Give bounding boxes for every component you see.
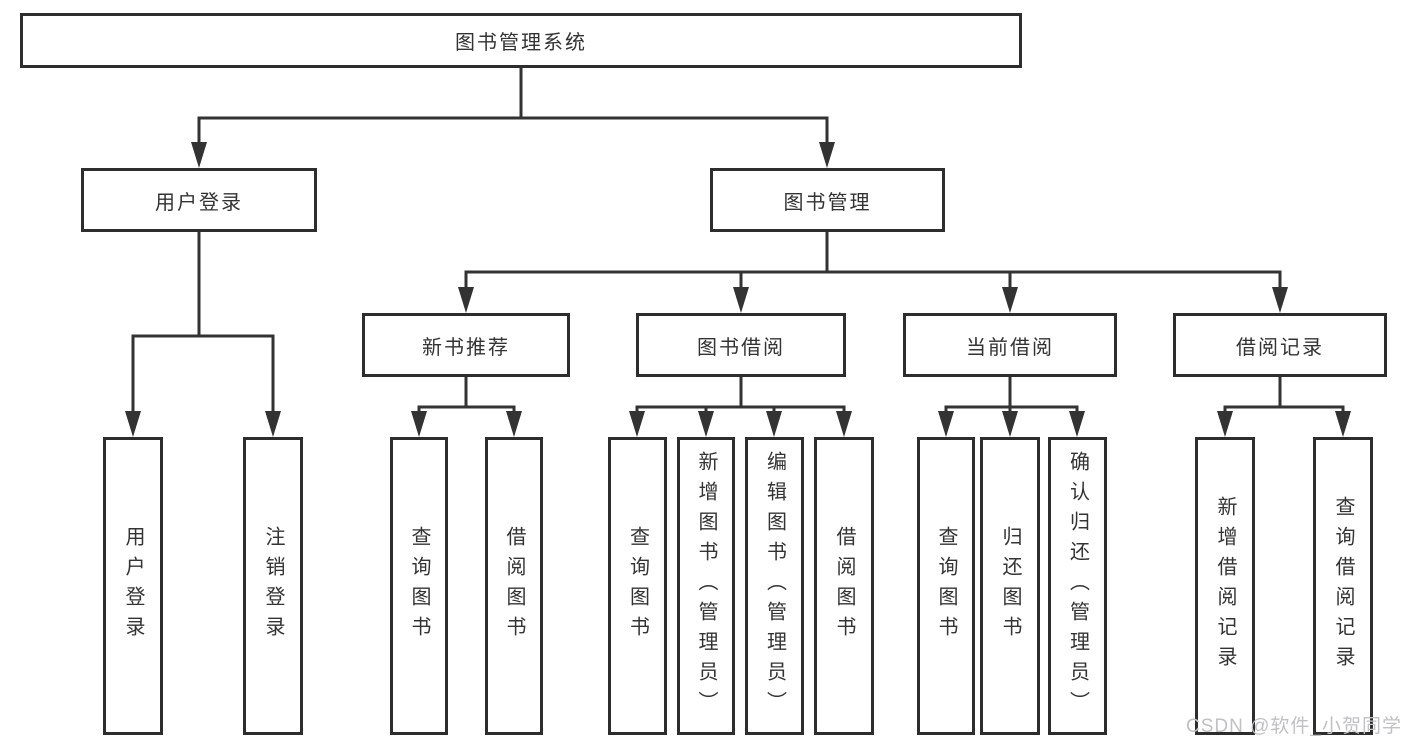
node-leaf-add-borrow-record: 新增借阅记录 <box>1195 437 1255 735</box>
connector-root-to-level1 <box>191 66 835 168</box>
connector-borrow-record-children <box>1217 375 1351 437</box>
node-leaf-borrow-books-1: 借阅图书 <box>485 437 543 735</box>
node-leaf-confirm-return-admin: 确认归还（管理员） <box>1048 437 1107 735</box>
node-branch-book-management: 图书管理 <box>710 168 945 232</box>
node-leaf-edit-book-admin: 编辑图书（管理员） <box>745 437 804 735</box>
watermark-text: CSDN @软件_小贺同学 <box>1186 716 1402 737</box>
node-leaf-query-books-3: 查询图书 <box>917 437 975 735</box>
node-leaf-return-book: 归还图书 <box>980 437 1040 735</box>
node-leaf-logout: 注销登录 <box>243 437 303 735</box>
node-cat-current-borrow: 当前借阅 <box>903 313 1117 377</box>
connector-book-borrow-children <box>629 375 852 437</box>
connector-user-login-children <box>125 230 281 437</box>
node-leaf-user-login: 用户登录 <box>103 437 163 735</box>
node-branch-user-login: 用户登录 <box>81 168 317 232</box>
node-cat-book-borrow: 图书借阅 <box>636 313 846 377</box>
node-cat-new-book-recommend: 新书推荐 <box>362 313 570 377</box>
node-cat-borrow-records: 借阅记录 <box>1173 313 1387 377</box>
connector-new-book-children <box>411 375 522 437</box>
connector-book-management-children <box>458 230 1288 313</box>
node-root-system: 图书管理系统 <box>20 13 1022 68</box>
node-leaf-query-borrow-record: 查询借阅记录 <box>1313 437 1373 735</box>
node-leaf-query-books-2: 查询图书 <box>608 437 667 735</box>
node-leaf-add-book-admin: 新增图书（管理员） <box>677 437 735 735</box>
connector-current-borrow-children <box>938 375 1085 437</box>
node-leaf-query-books-1: 查询图书 <box>390 437 448 735</box>
node-leaf-borrow-books-2: 借阅图书 <box>814 437 874 735</box>
